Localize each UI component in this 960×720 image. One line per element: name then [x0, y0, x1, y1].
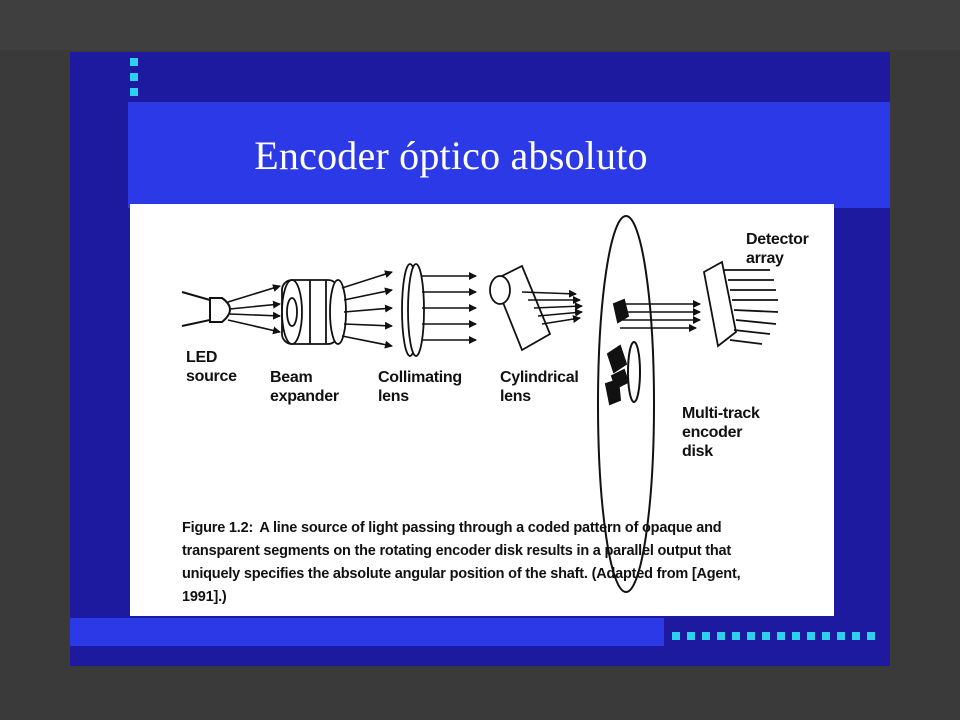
accent-square	[747, 632, 755, 640]
accent-square	[762, 632, 770, 640]
accent-square	[732, 632, 740, 640]
encoder-diagram	[181, 215, 779, 593]
collimating-lens-icon	[401, 263, 425, 357]
label-collimating-lens: Collimating lens	[378, 369, 462, 405]
disk-output-rays	[620, 300, 701, 332]
detector-array-icon	[702, 260, 779, 348]
cylindrical-rays	[521, 289, 583, 325]
label-detector-array: Detector array	[746, 231, 809, 267]
accent-square	[130, 73, 138, 81]
bottom-band	[70, 618, 664, 646]
accent-square	[130, 58, 138, 66]
accent-square	[837, 632, 845, 640]
label-encoder-disk: Multi-track encoder disk	[682, 405, 760, 460]
led-source-icon	[181, 291, 231, 327]
caption-text: A line source of light passing through a…	[182, 520, 741, 605]
led-rays	[227, 284, 281, 335]
encoder-disk-icon	[597, 215, 655, 593]
accent-square	[702, 632, 710, 640]
accent-square	[807, 632, 815, 640]
title-band	[128, 102, 890, 208]
accent-square	[822, 632, 830, 640]
slide-title: Encoder óptico absoluto	[254, 133, 648, 178]
accent-square	[852, 632, 860, 640]
cylindrical-lens-icon	[489, 264, 552, 352]
encoder-figure: LED source Beam expander Collimating len…	[130, 204, 834, 616]
bottom-dot-row	[672, 632, 888, 642]
label-cylindrical-lens: Cylindrical lens	[500, 369, 579, 405]
figure-caption: Figure 1.2: A line source of light passi…	[182, 517, 782, 609]
accent-square	[717, 632, 725, 640]
collimated-rays	[422, 272, 477, 344]
slide: Encoder óptico absoluto	[70, 52, 890, 666]
accent-square	[672, 632, 680, 640]
accent-square	[777, 632, 785, 640]
expander-rays	[341, 270, 393, 349]
label-led-source: LED source	[186, 349, 237, 385]
label-beam-expander: Beam expander	[270, 369, 339, 405]
accent-square	[687, 632, 695, 640]
caption-label: Figure 1.2:	[182, 520, 254, 536]
accent-square	[130, 88, 138, 96]
beam-expander-icon	[281, 279, 347, 345]
background-ghost-panel	[0, 0, 960, 50]
accent-square	[867, 632, 875, 640]
accent-square	[792, 632, 800, 640]
